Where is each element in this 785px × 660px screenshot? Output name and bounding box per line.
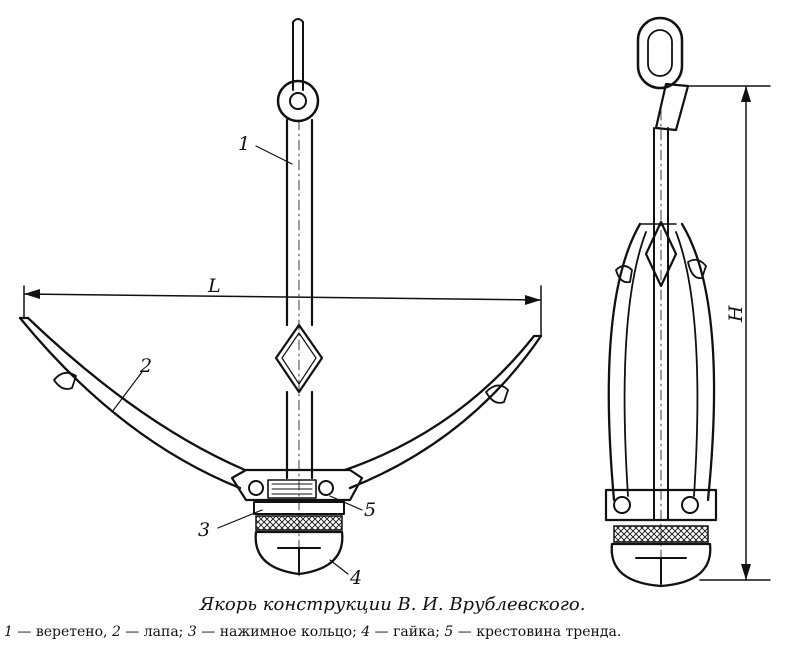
legend-text-4: гайка; [393,624,440,640]
label-5: 5 [364,499,376,521]
legend-text-2: лапа; [143,624,184,640]
anchor-folded-view: H [604,16,771,591]
legend-num-4: 4 [361,624,371,640]
label-4: 4 [349,567,362,589]
label-3: 3 [198,519,210,541]
fluke-right [343,334,543,490]
fluke-left [18,316,247,490]
legend-num-1: 1 [4,624,13,640]
label-2: 2 [139,355,152,377]
anchor-drawing: L 1 2 3 4 5 [18,16,771,591]
dim-label-H: H [725,305,747,323]
dimension-L: L [23,275,542,337]
legend-num-5: 5 [444,624,454,640]
legend-text-1: веретено, [35,624,108,640]
anchor-open-view: L 1 2 3 4 5 [18,18,543,589]
dim-label-L: L [207,275,221,297]
figure-legend: 1 — веретено, 2 — лапа; 3 — нажимное кол… [4,624,622,640]
dimension-H: H [685,85,771,581]
legend-num-3: 3 [187,624,197,640]
legend-text-5: крестовина тренда. [476,624,622,640]
label-1: 1 [238,133,250,155]
legend-num-2: 2 [111,624,121,640]
figure-caption-title: Якорь конструкции В. И. Врублевского. [199,594,586,615]
shank [285,118,314,581]
legend-text-3: нажимное кольцо; [219,624,357,640]
